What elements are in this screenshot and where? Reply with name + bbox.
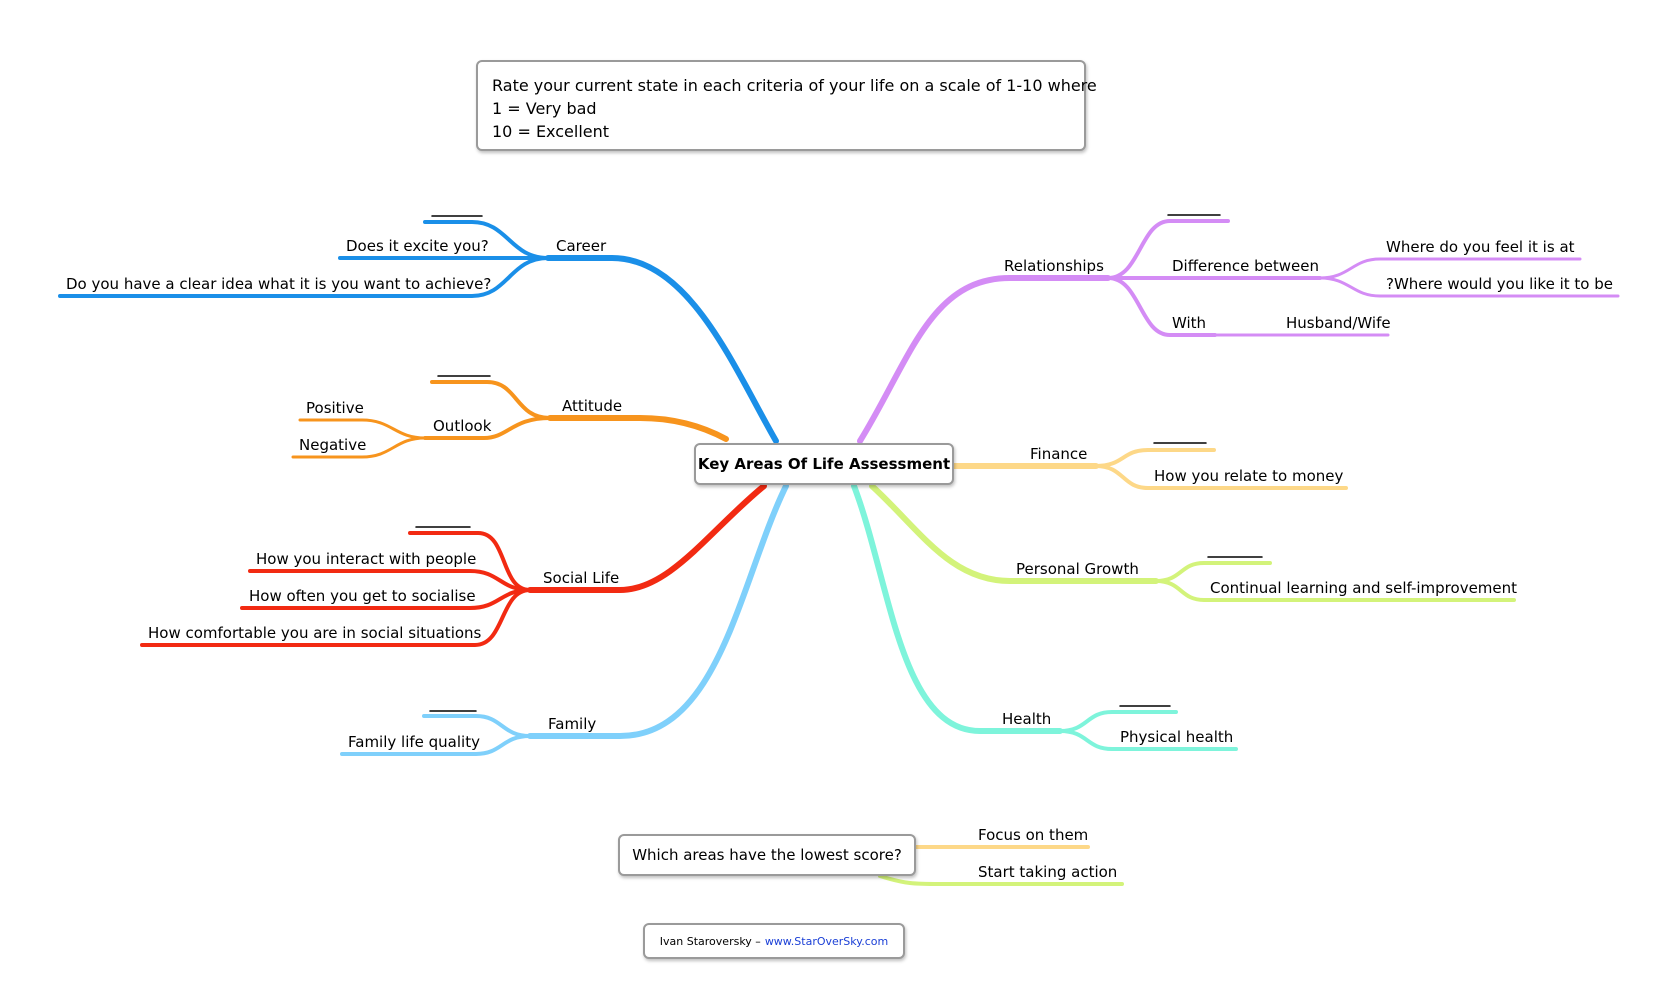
- question-label: Which areas have the lowest score?: [632, 846, 902, 864]
- attitude-positive-label[interactable]: Positive: [306, 399, 364, 417]
- finance-label[interactable]: Finance: [1030, 445, 1088, 463]
- relationships-like-label[interactable]: ?Where would you like it to be: [1386, 275, 1613, 293]
- growth-label[interactable]: Personal Growth: [1016, 560, 1139, 578]
- relationships-with-line: [1106, 276, 1217, 337]
- social-trunk-line: [527, 483, 767, 593]
- social-branch-lines: [140, 483, 767, 647]
- attitude-trunk-line: [547, 415, 729, 442]
- family-quality-line: [340, 734, 532, 756]
- career-branch-lines: [58, 215, 779, 444]
- finance-blank-line: [1094, 448, 1216, 468]
- career-idea-line: [58, 256, 550, 298]
- action-answer-label[interactable]: Start taking action: [978, 863, 1118, 881]
- relationships-husband-label[interactable]: Husband/Wife: [1286, 314, 1391, 332]
- attitude-label[interactable]: Attitude: [562, 397, 623, 415]
- relationships-feel-label[interactable]: Where do you feel it is at: [1386, 238, 1575, 256]
- growth-trunk-line: [869, 483, 1159, 584]
- finance-money-label[interactable]: How you relate to money: [1154, 467, 1344, 485]
- family-branch-lines: [340, 483, 789, 756]
- author-name: Ivan Staroversky –: [659, 934, 761, 948]
- health-branch-lines: [851, 483, 1238, 751]
- career-label[interactable]: Career: [556, 237, 607, 255]
- social-often-label[interactable]: How often you get to socialise: [249, 587, 476, 605]
- health-trunk-line: [851, 483, 1063, 734]
- question-branch-lines: [878, 845, 1124, 886]
- relationships-branch-lines: [857, 214, 1620, 444]
- finance-money-line: [1094, 464, 1348, 490]
- growth-learning-label[interactable]: Continual learning and self-improvement: [1210, 579, 1518, 597]
- action-answer-line: [878, 874, 1124, 886]
- instructions-box: Rate your current state in each criteria…: [476, 60, 1097, 151]
- central-topic-label: Key Areas Of Life Assessment: [697, 455, 951, 473]
- family-label[interactable]: Family: [548, 715, 597, 733]
- career-trunk-line: [545, 255, 779, 444]
- social-comfortable-line: [140, 588, 532, 647]
- growth-branch-lines: [869, 483, 1516, 602]
- credit-box: Ivan Staroversky – www.StarOverSky.com: [643, 923, 905, 959]
- family-quality-label[interactable]: Family life quality: [348, 733, 480, 751]
- focus-answer-label[interactable]: Focus on them: [978, 826, 1089, 844]
- health-physical-line: [1058, 729, 1238, 751]
- relationships-blank-line: [1106, 219, 1230, 280]
- attitude-negative-line: [291, 436, 427, 459]
- relationships-difference-label[interactable]: Difference between: [1172, 257, 1319, 275]
- attitude-outlook-line: [423, 416, 552, 440]
- career-excite-label[interactable]: Does it excite you?: [346, 237, 489, 255]
- attitude-blank-line: [430, 380, 552, 420]
- relationships-with-label[interactable]: With: [1172, 314, 1207, 332]
- relationships-label[interactable]: Relationships: [1004, 257, 1104, 275]
- attitude-branch-lines: [291, 375, 729, 459]
- central-topic[interactable]: Key Areas Of Life Assessment: [694, 443, 954, 485]
- career-idea-label[interactable]: Do you have a clear idea what it is you …: [66, 275, 492, 293]
- social-interact-label[interactable]: How you interact with people: [256, 550, 477, 568]
- health-physical-label[interactable]: Physical health: [1120, 728, 1234, 746]
- instructions-line-2: 1 = Very bad: [492, 99, 597, 118]
- website-link[interactable]: www.StarOverSky.com: [764, 934, 889, 948]
- family-trunk-line: [527, 483, 789, 739]
- social-comfortable-label[interactable]: How comfortable you are in social situat…: [148, 624, 482, 642]
- instructions-line-1: Rate your current state in each criteria…: [492, 76, 1097, 95]
- relationships-like-line: [1318, 276, 1620, 298]
- relationships-trunk-line: [857, 275, 1111, 444]
- attitude-negative-label[interactable]: Negative: [299, 436, 367, 454]
- growth-learning-line: [1154, 579, 1516, 602]
- finance-branch-lines: [951, 442, 1348, 490]
- attitude-outlook-label[interactable]: Outlook: [433, 417, 492, 435]
- social-label[interactable]: Social Life: [543, 569, 620, 587]
- instructions-line-3: 10 = Excellent: [492, 122, 610, 141]
- question-box[interactable]: Which areas have the lowest score?: [618, 834, 916, 876]
- health-label[interactable]: Health: [1002, 710, 1052, 728]
